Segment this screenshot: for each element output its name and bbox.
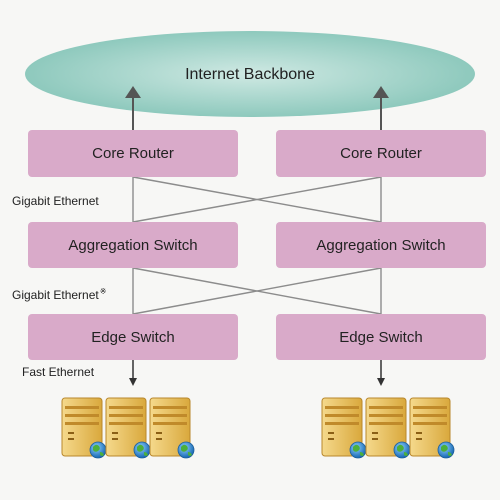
downlink-arrows <box>129 360 385 386</box>
internet-backbone-label: Internet Backbone <box>185 66 315 83</box>
link-label-agg-edge: Gigabit Ethernet※ <box>12 287 106 302</box>
core-router-right: Core Router <box>276 130 486 177</box>
arrow-up-icon <box>125 86 141 98</box>
globe-icon <box>393 441 411 459</box>
link-label-edge-server: Fast Ethernet <box>22 365 95 379</box>
arrow-down-icon <box>377 378 385 386</box>
link-lines <box>132 176 382 315</box>
core-agg-cross-2 <box>132 176 382 223</box>
arrow-down-icon <box>129 378 137 386</box>
core-router-left: Core Router <box>28 130 238 177</box>
agg-edge-cross-2 <box>132 267 382 315</box>
footnote-mark: ※ <box>99 287 107 296</box>
globe-icon <box>437 441 455 459</box>
globe-icon <box>133 441 151 459</box>
server-group-right <box>321 397 455 459</box>
globe-icon <box>177 441 195 459</box>
link-label-agg-edge-text: Gigabit Ethernet <box>12 288 99 302</box>
uplink-arrows <box>125 86 389 130</box>
arrow-up-icon <box>373 86 389 98</box>
aggregation-switch-left: Aggregation Switch <box>28 222 238 268</box>
globe-icon <box>89 441 107 459</box>
edge-switch-left: Edge Switch <box>28 314 238 360</box>
server-group-left <box>61 397 195 459</box>
globe-icon <box>349 441 367 459</box>
aggregation-switch-right: Aggregation Switch <box>276 222 486 268</box>
edge-switch-right: Edge Switch <box>276 314 486 360</box>
link-label-core-agg: Gigabit Ethernet <box>12 194 99 208</box>
